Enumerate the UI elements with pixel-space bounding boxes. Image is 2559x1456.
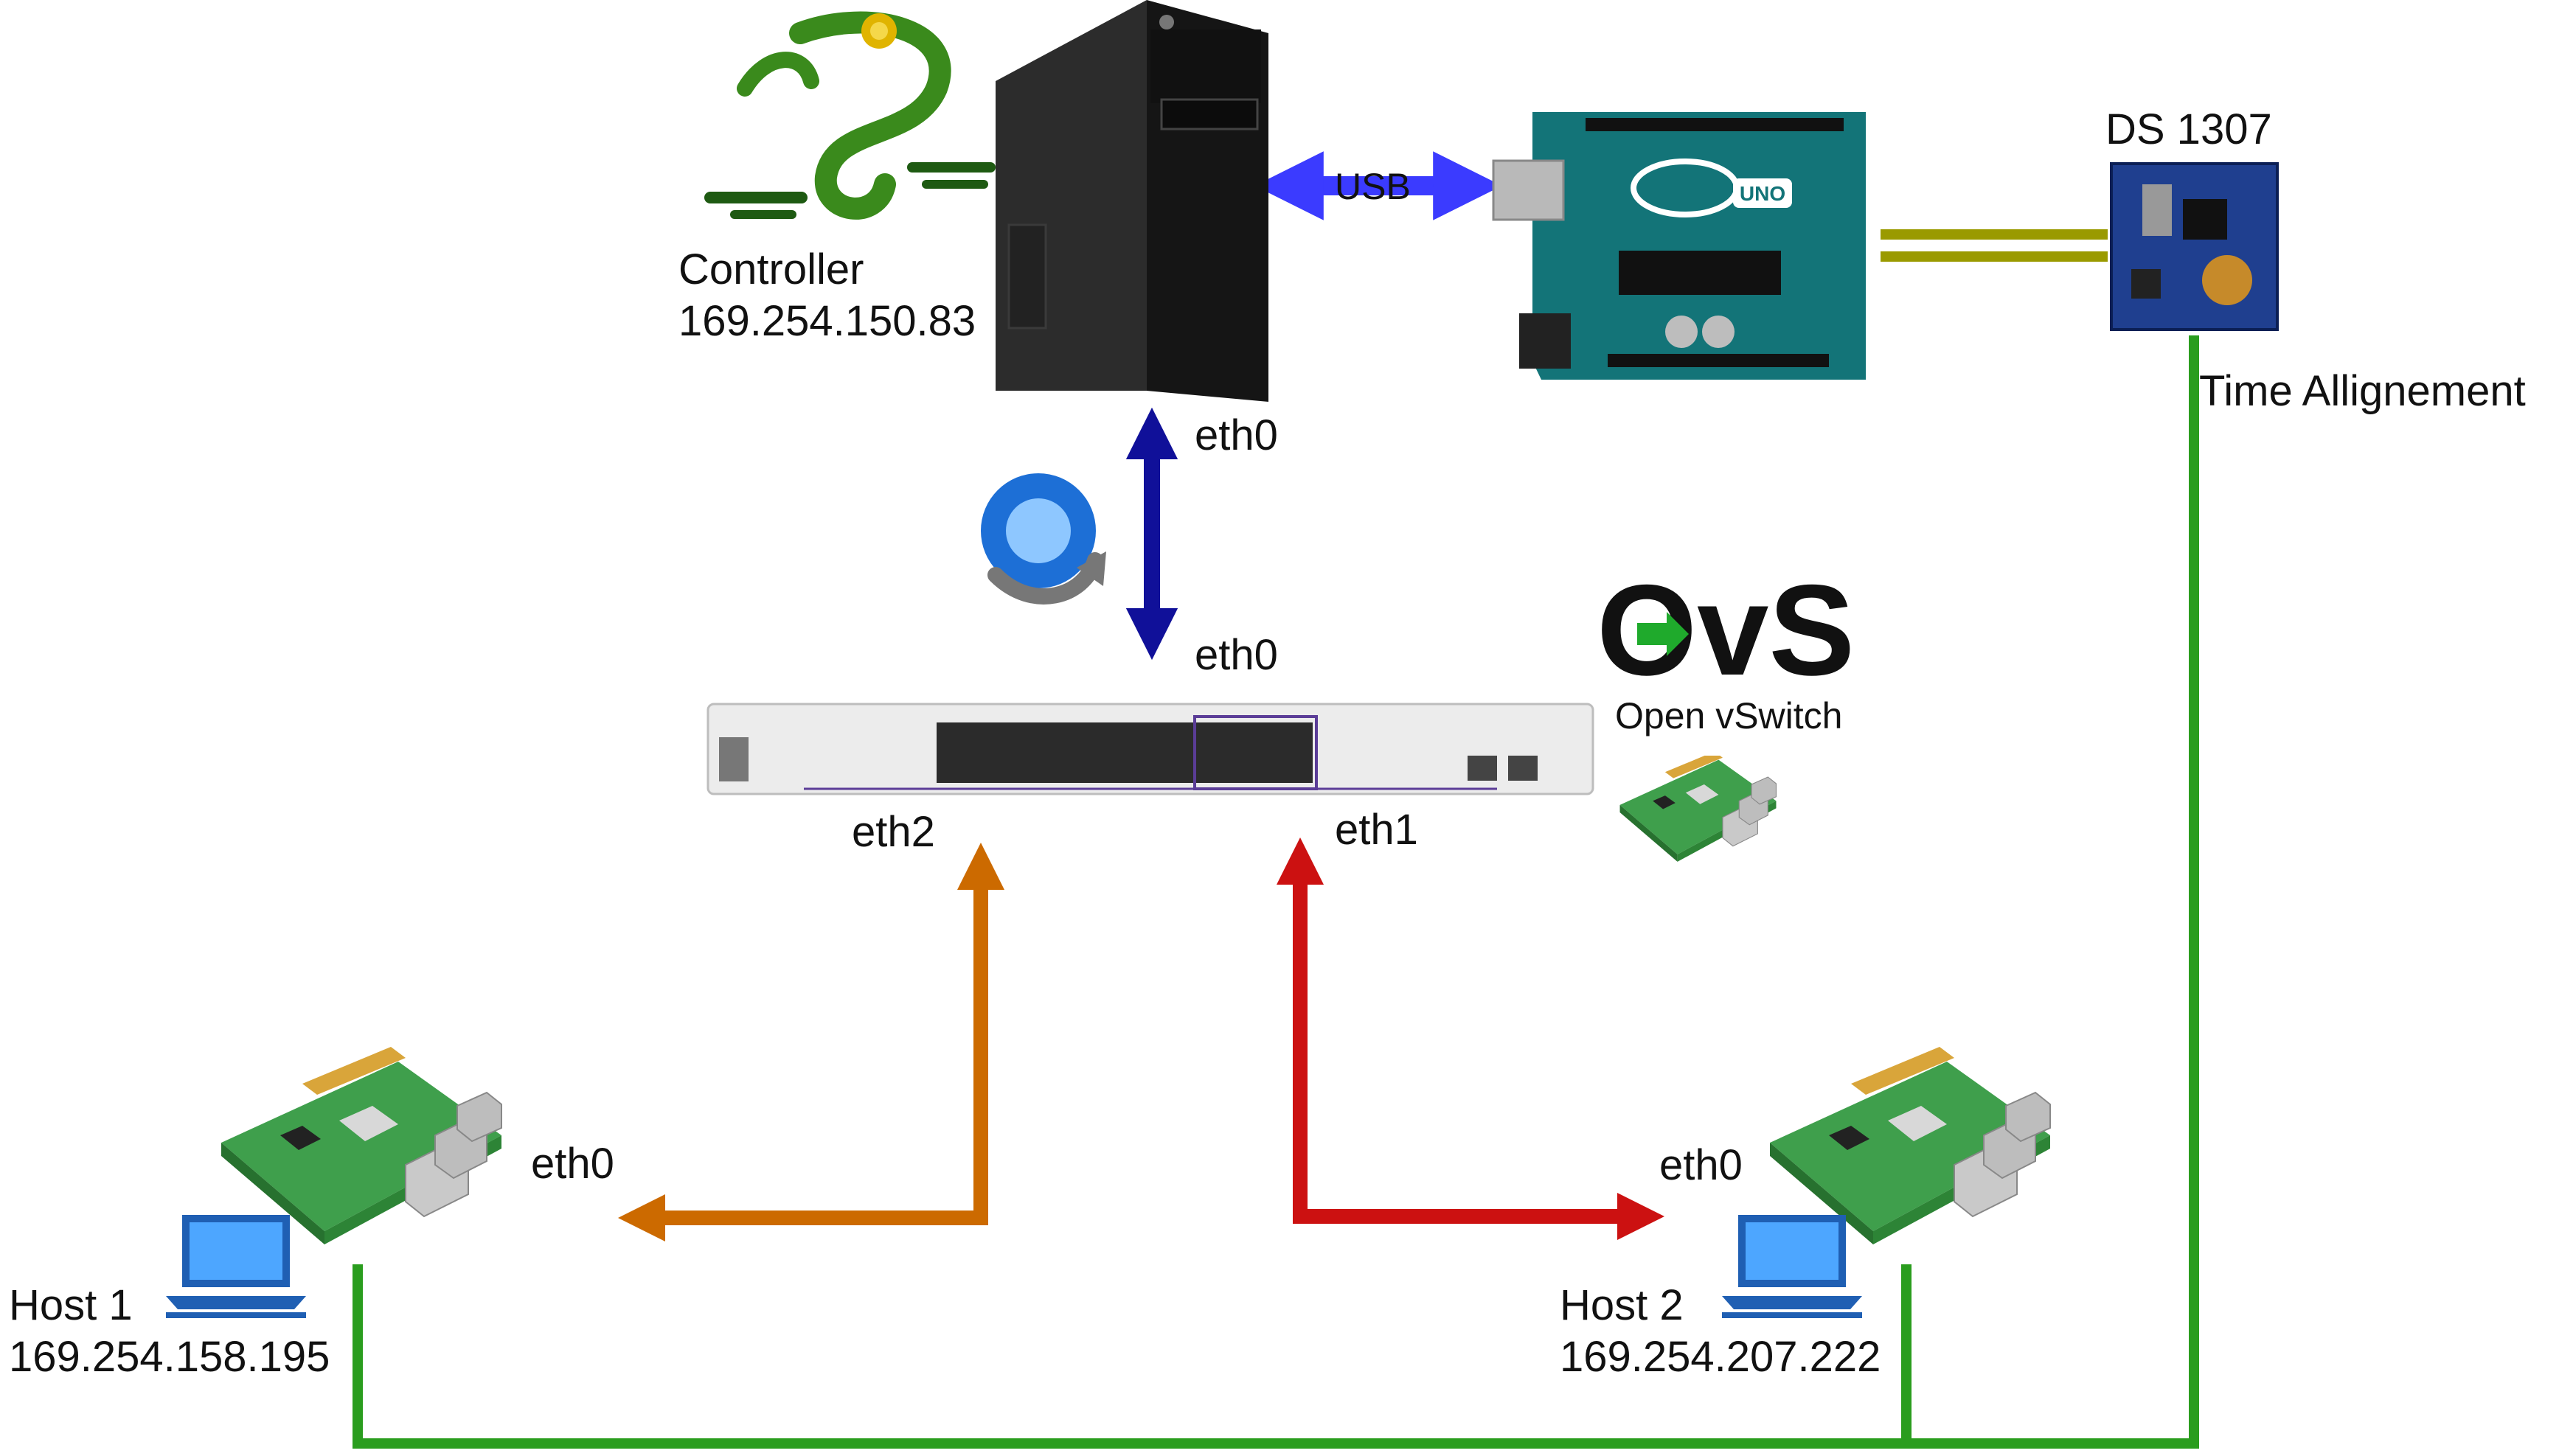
ds1307-rtc-module [2110,162,2279,331]
switch-port-eth1-label: eth1 [1335,806,1418,854]
host2-laptop-icon [1722,1215,1862,1318]
controller-ip: 169.254.150.83 [678,297,976,345]
host2-port-label: eth0 [1659,1141,1743,1189]
ovs-logo: OvS Open vSwitch [1597,559,1855,736]
ovs-caption: Open vSwitch [1615,695,1842,736]
usb-label: USB [1335,166,1411,207]
time-sync-label: Time Allignement [2199,367,2526,415]
host1-link [617,842,1005,1242]
rtc-name: DS 1307 [2105,105,2272,153]
host2-ip: 169.254.207.222 [1560,1333,1881,1381]
ovs-logo-text: OvS [1597,559,1855,703]
host1-ip: 169.254.158.195 [9,1333,330,1381]
arduino-uno-board: UNO [1492,112,1866,380]
arduino-logo-text: UNO [1740,182,1785,205]
ryu-dragon-logo [704,11,996,220]
switch-uplink-port-label: eth0 [1195,631,1278,679]
controller-pc-tower [996,0,1268,402]
time-sync-wire [353,1264,1912,1449]
host1-port-label: eth0 [531,1140,614,1188]
controller-port-label: eth0 [1195,411,1278,459]
host1-laptop-icon [166,1215,306,1318]
host1-name: Host 1 [9,1281,133,1329]
network-switch [706,703,1594,795]
switch-raspberry-pi [1619,756,1777,863]
host2-raspberry-pi [1768,1045,2052,1246]
host2-link [1276,837,1665,1241]
host2-name: Host 2 [1560,1281,1684,1329]
host1-raspberry-pi [220,1045,503,1246]
controller-name: Controller [678,245,864,293]
time-sync-wire-rtc [1906,335,2199,1449]
openflow-protocol-icon [981,473,1106,605]
switch-port-eth2-label: eth2 [852,808,935,856]
